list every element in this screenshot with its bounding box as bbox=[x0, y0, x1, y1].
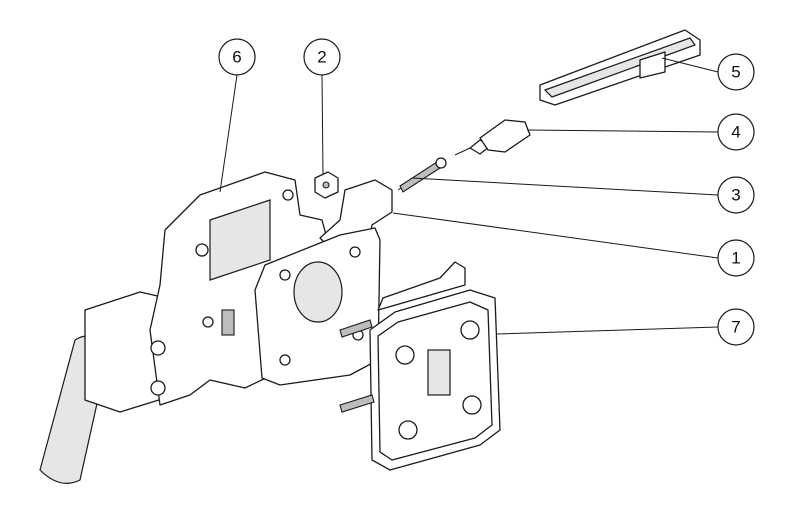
part-1-latch-plate bbox=[254, 179, 393, 386]
callout-label: 7 bbox=[731, 318, 740, 337]
part-4-pin bbox=[454, 119, 531, 156]
callout-label: 1 bbox=[731, 249, 740, 268]
callout-5: 5 bbox=[717, 53, 755, 91]
callout-label: 4 bbox=[731, 123, 740, 142]
callout-4: 4 bbox=[717, 113, 755, 151]
callout-3: 3 bbox=[717, 176, 755, 214]
part-5-rail bbox=[539, 29, 701, 106]
leader-lines bbox=[219, 57, 719, 335]
part-3-spring bbox=[397, 157, 447, 193]
part-6-bracket bbox=[39, 171, 331, 484]
callout-6: 6 bbox=[218, 38, 256, 76]
callout-7: 7 bbox=[717, 308, 755, 346]
callout-label: 3 bbox=[731, 186, 740, 205]
callout-1: 1 bbox=[717, 239, 755, 277]
callout-label: 2 bbox=[317, 48, 326, 67]
part-7-mount-plate bbox=[339, 261, 501, 471]
callout-label: 6 bbox=[232, 48, 241, 67]
callout-2: 2 bbox=[303, 38, 341, 76]
callout-label: 5 bbox=[731, 63, 740, 82]
part-2-nut bbox=[314, 171, 339, 199]
